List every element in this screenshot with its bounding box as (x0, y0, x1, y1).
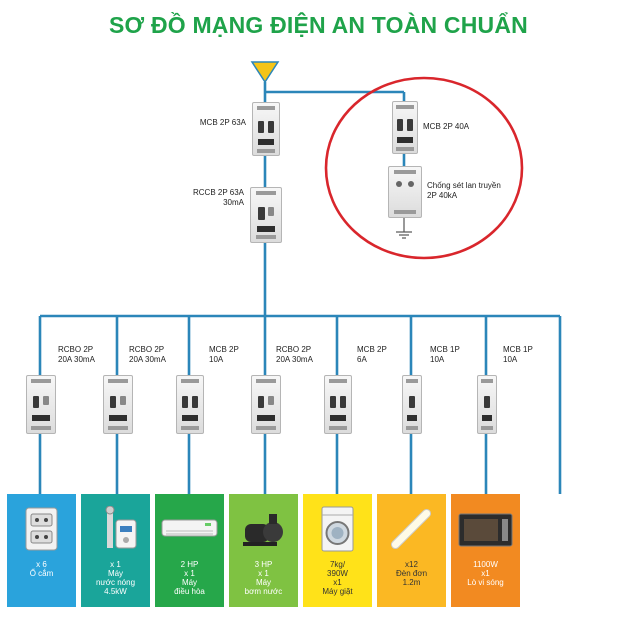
load-card-water-pump: 3 HP x 1 Máy bơm nước (229, 494, 298, 607)
branch-breaker-4 (251, 375, 281, 434)
wires (38, 82, 562, 494)
surge-protector-label: Chống sét lan truyền 2P 40kA (427, 181, 501, 200)
branch-breaker-6 (402, 375, 422, 434)
load-card-washing-machine: 7kg/ 390W x1 Máy giặt (303, 494, 372, 607)
power-source-icon (250, 61, 280, 84)
load-card-text: x 1 Máy nước nóng 4.5kW (95, 560, 136, 596)
branch-breaker-label-2: RCBO 2P 20A 30mA (129, 345, 166, 364)
air-conditioner-icon (161, 519, 218, 537)
surge-mcb-breaker (392, 101, 418, 154)
branch-breaker-label-4: RCBO 2P 20A 30mA (276, 345, 313, 364)
load-card-outlet: x 6 Ổ cắm (7, 494, 76, 607)
power-outlet-icon (25, 507, 58, 551)
load-card-water-heater: x 1 Máy nước nóng 4.5kW (81, 494, 150, 607)
main-rccb-label: RCCB 2P 63A 30mA (193, 188, 244, 207)
main-mcb-label: MCB 2P 63A (199, 118, 246, 127)
main-rccb-breaker (250, 187, 282, 243)
tube-light-icon (390, 508, 432, 550)
branch-breaker-label-3: MCB 2P 10A (209, 345, 239, 364)
branch-breaker-label-6: MCB 1P 10A (430, 345, 460, 364)
surge-mcb-label: MCB 2P 40A (423, 122, 470, 131)
branch-breaker-label-5: MCB 2P 6A (357, 345, 387, 364)
page-title: SƠ ĐỒ MẠNG ĐIỆN AN TOÀN CHUẨN (109, 12, 528, 38)
water-heater-icon (105, 506, 137, 549)
branch-breaker-1 (26, 375, 56, 434)
branch-breaker-2 (103, 375, 133, 434)
load-card-microwave: 1100W x1 Lò vi sóng (451, 494, 520, 607)
highlight-circle (324, 76, 524, 260)
load-card-text: x 6 Ổ cắm (29, 560, 54, 578)
load-card-text: 3 HP x 1 Máy bơm nước (244, 560, 283, 596)
load-card-air-conditioner: 2 HP x 1 Máy điều hòa (155, 494, 224, 607)
branch-breaker-7 (477, 375, 497, 434)
load-card-text: 1100W x1 Lò vi sóng (467, 560, 504, 587)
branch-breaker-3 (176, 375, 204, 434)
load-card-tube-light: x12 Đèn đơn 1.2m (377, 494, 446, 607)
branch-breaker-5 (324, 375, 352, 434)
ground-icon (396, 215, 412, 239)
branch-breaker-label-1: RCBO 2P 20A 30mA (58, 345, 95, 364)
load-card-text: x12 Đèn đơn 1.2m (395, 560, 428, 587)
water-pump-icon (243, 514, 283, 546)
branch-breaker-label-7: MCB 1P 10A (503, 345, 533, 364)
surge-protector-device (388, 166, 422, 218)
load-card-text: 7kg/ 390W x1 Máy giặt (322, 560, 353, 596)
load-card-text: 2 HP x 1 Máy điều hòa (174, 560, 205, 596)
microwave-icon (458, 513, 513, 547)
main-mcb-breaker (252, 102, 280, 156)
washing-machine-icon (321, 506, 354, 552)
